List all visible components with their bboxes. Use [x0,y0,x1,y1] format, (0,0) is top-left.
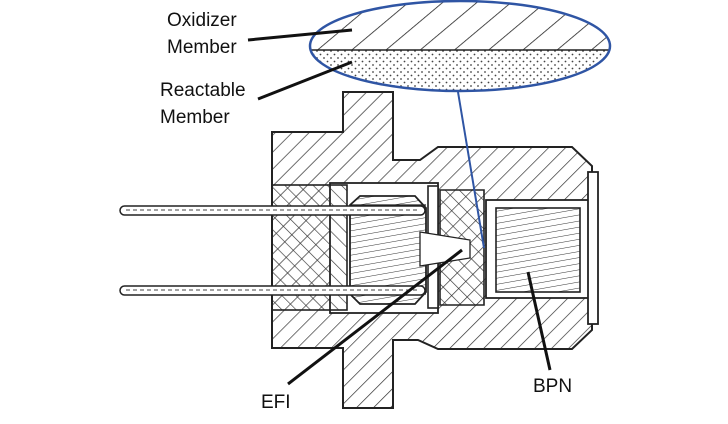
lead-wires [119,205,426,296]
oxidizer-leader [247,28,353,42]
oxidizer-layer [310,1,610,50]
layer-callout [308,0,612,93]
bpn-label: BPN [533,376,572,397]
lead-wire-bottom [119,285,426,296]
callout-connector [457,91,485,249]
header-bushing [349,195,427,305]
end-cap [587,171,599,325]
labels: Oxidizer Member Reactable Member EFI BPN [160,10,572,413]
reactable-label-line1: Reactable [160,80,246,101]
lead-wire-top [119,205,426,216]
reactable-leader [257,60,353,101]
oxidizer-label-line1: Oxidizer [167,10,237,31]
efi-label: EFI [261,392,291,413]
leader-lines [247,28,552,386]
bpn-leader [526,271,552,371]
oxidizer-label-line2: Member [167,37,237,58]
callout-ellipse [308,0,612,93]
reactable-label-line2: Member [160,107,230,128]
efi-leader [287,248,463,386]
bpn-pellet [495,207,581,293]
